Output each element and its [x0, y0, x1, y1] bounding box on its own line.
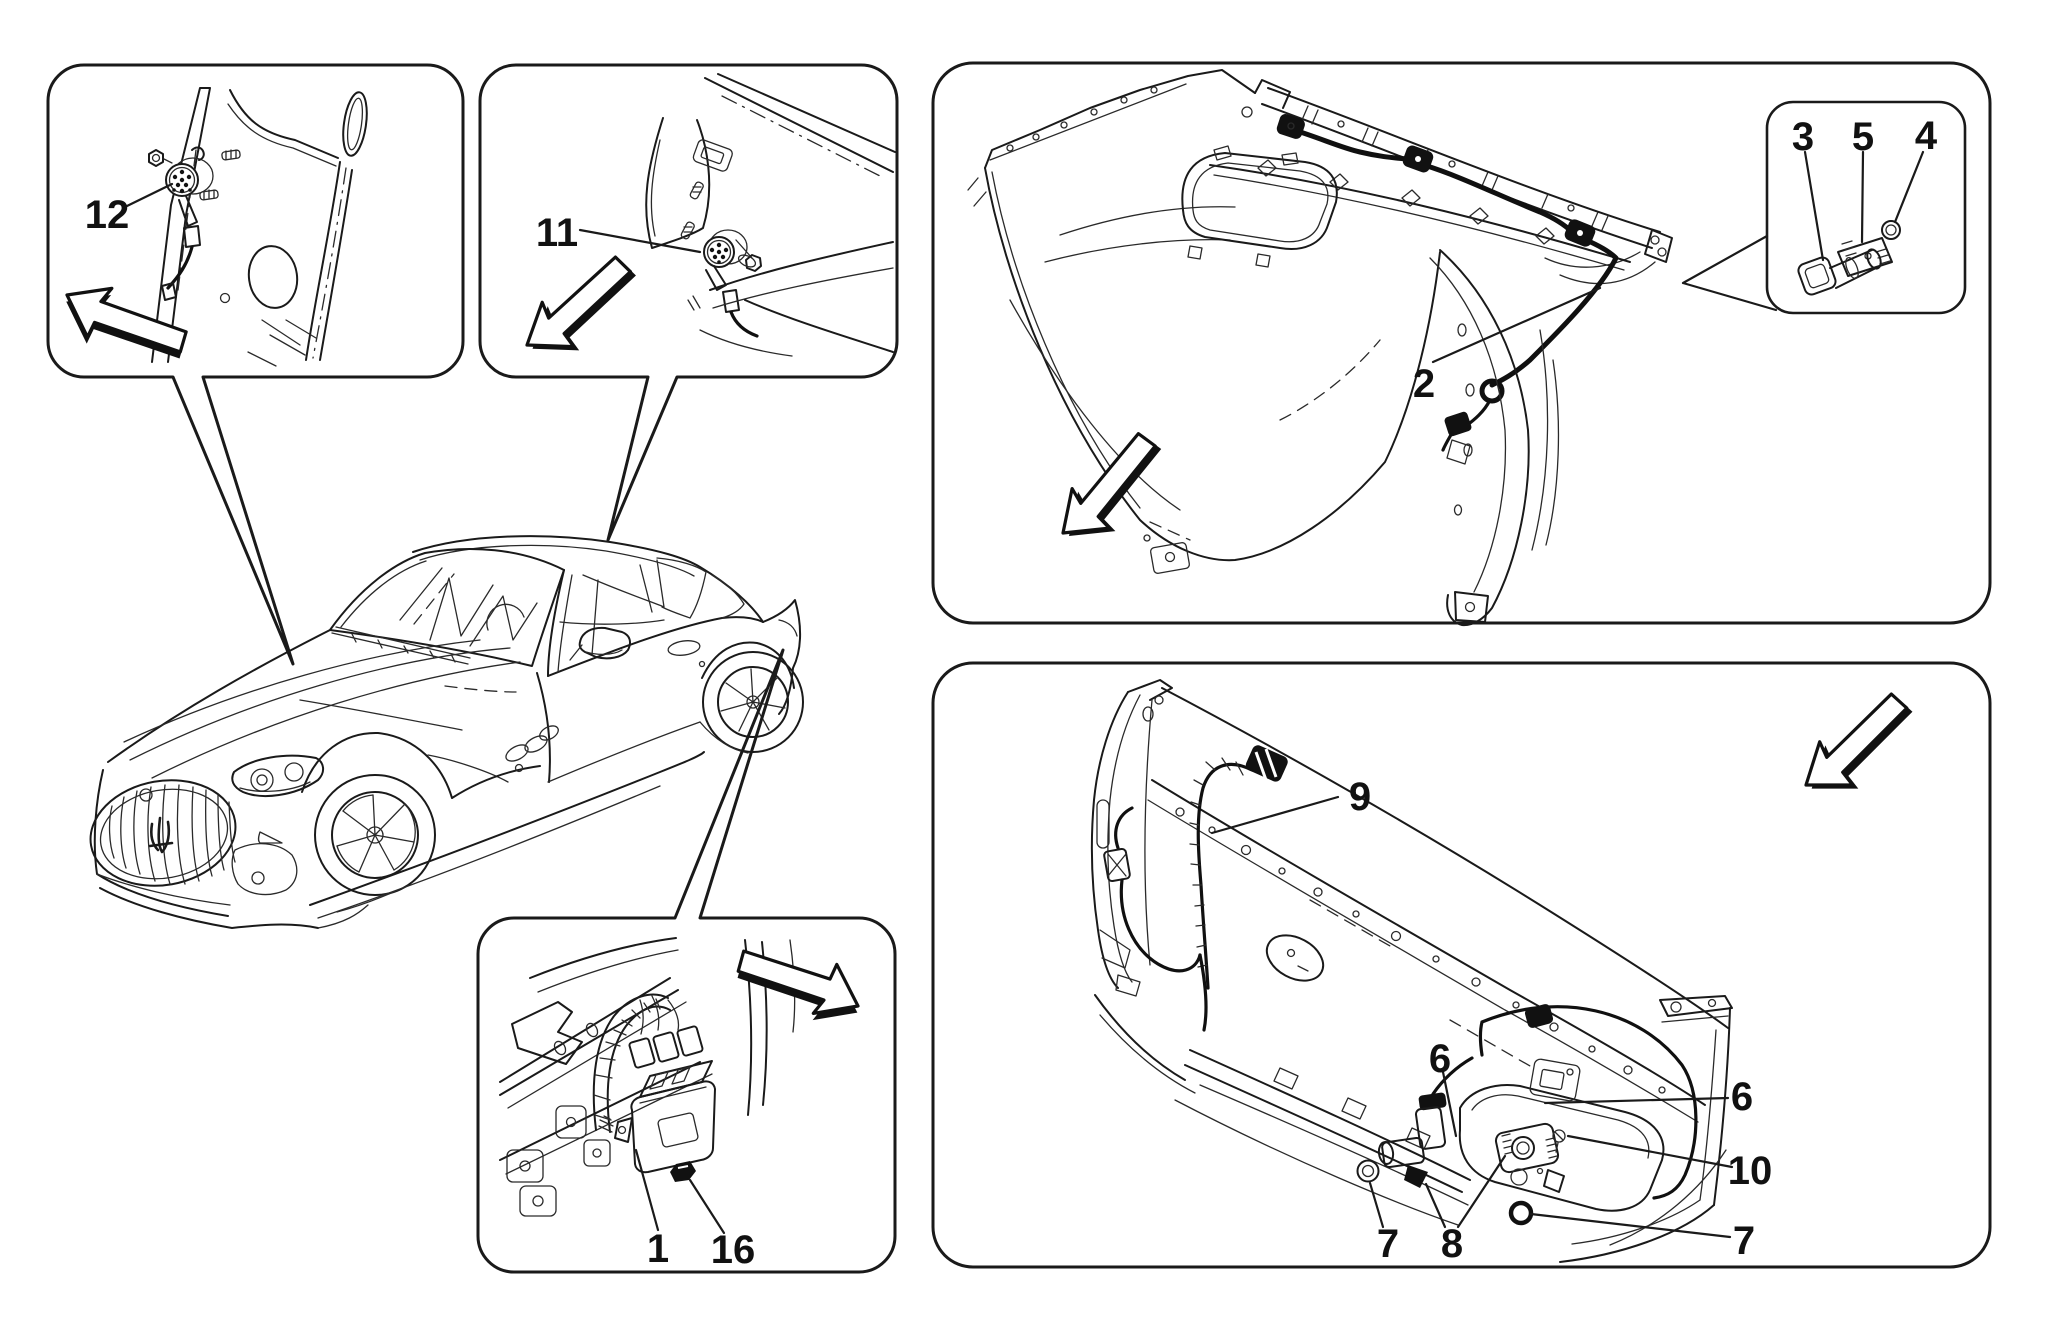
screw — [689, 181, 704, 200]
panel-border — [46, 63, 465, 666]
corner-sensor-6 — [1377, 1056, 1474, 1188]
part-label-9: 9 — [1349, 775, 1371, 819]
direction-arrow-icon — [1804, 692, 1913, 789]
panel-control-unit-detail: 1 16 — [476, 648, 897, 1274]
part-label-2: 2 — [1413, 362, 1435, 406]
o-ring-7 — [1356, 1159, 1380, 1183]
part-label-1: 1 — [647, 1227, 669, 1271]
beam-holes — [1175, 807, 1666, 1094]
panel-pillar-buzzer-detail: 12 — [46, 63, 465, 666]
leader-line-7b — [1529, 1212, 1732, 1239]
leader-line-1 — [634, 1148, 660, 1232]
leader-line-9 — [1210, 795, 1340, 835]
bolt-16 — [670, 1161, 696, 1182]
panel-border — [931, 661, 1992, 1269]
panel-border — [931, 61, 1992, 625]
direction-arrow-icon — [1061, 432, 1162, 536]
clip-tabs — [1257, 159, 1555, 245]
nut — [148, 149, 164, 167]
leader-line-12 — [125, 182, 174, 208]
panel-front-bumper-detail: 9 — [931, 661, 1992, 1269]
part-label-3: 3 — [1792, 115, 1814, 159]
leader-line-5 — [1860, 150, 1865, 244]
buzzer-speaker-11 — [703, 229, 759, 338]
panel-border — [476, 648, 897, 1274]
buzzer-speaker-12 — [161, 157, 214, 301]
part-label-11: 11 — [536, 211, 578, 255]
part-label-12: 12 — [85, 193, 130, 237]
part-label-4: 4 — [1915, 114, 1938, 158]
part-label-5: 5 — [1852, 115, 1874, 159]
leader-line-3 — [1803, 150, 1825, 262]
screw — [199, 189, 219, 201]
panel-dashboard-buzzer-detail: 11 — [478, 63, 899, 542]
panel-border — [478, 63, 899, 542]
part-label-8: 8 — [1441, 1222, 1463, 1266]
rear-wheel — [702, 651, 804, 753]
leader-line-8 — [1424, 1154, 1507, 1229]
mount-pads — [506, 1105, 611, 1217]
parking-sensor-assembly — [1797, 220, 1901, 296]
leader-line-2 — [1431, 286, 1602, 364]
trident-badge-icon — [148, 816, 174, 854]
direction-arrow-icon — [525, 255, 636, 351]
part-label-6b: 6 — [1731, 1075, 1753, 1119]
harness-loom — [592, 993, 704, 1133]
front-harness-9 — [1189, 745, 1288, 990]
screw-10 — [1552, 1129, 1566, 1153]
ecu-control-unit-1 — [598, 1060, 716, 1174]
leader-line-11 — [578, 228, 702, 254]
front-wheel — [301, 731, 453, 896]
sensor-holder-8 — [1494, 1122, 1565, 1193]
leader-line-7a — [1368, 1181, 1385, 1229]
leader-line-10 — [1566, 1134, 1734, 1169]
nut — [745, 254, 762, 272]
speaker-holes — [172, 169, 192, 194]
leader-line-16 — [688, 1178, 726, 1235]
leader-line-6a — [1441, 1070, 1458, 1138]
vehicle-illustration — [89, 535, 804, 929]
screw — [680, 221, 695, 240]
o-ring — [1881, 220, 1901, 240]
part-label-7b: 7 — [1733, 1219, 1755, 1263]
part-label-6a: 6 — [1429, 1037, 1451, 1081]
part-label-7a: 7 — [1377, 1222, 1399, 1266]
panel-rear-bumper-detail: 2 3 5 4 — [931, 61, 1992, 627]
hazard-switch — [692, 139, 733, 172]
part-label-16: 16 — [711, 1228, 756, 1272]
screw — [221, 149, 241, 161]
lamp-bracket — [1529, 1058, 1581, 1102]
harness-connector — [1276, 114, 1596, 247]
direction-arrow-icon — [65, 286, 188, 359]
part-label-10: 10 — [1728, 1149, 1773, 1193]
sensor-inset-panel: 3 5 4 — [1765, 100, 1967, 315]
leader-line-4 — [1893, 150, 1925, 224]
direction-arrow-icon — [736, 949, 860, 1021]
grommet-ring — [1479, 378, 1505, 404]
rear-harness — [1291, 127, 1419, 163]
leader-line-6b — [1543, 1096, 1730, 1105]
